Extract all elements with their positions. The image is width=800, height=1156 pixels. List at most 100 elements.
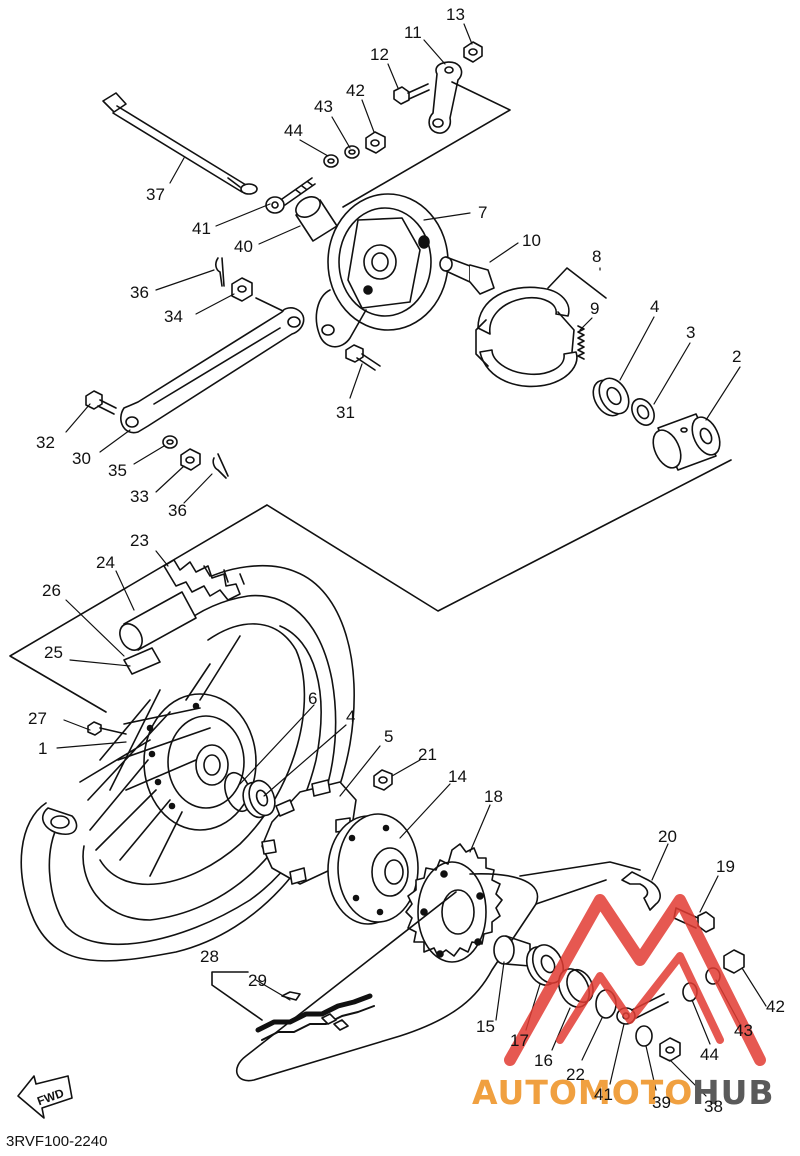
label-44: 44 <box>284 121 303 140</box>
nut-21 <box>373 769 393 791</box>
label-17: 17 <box>510 1031 529 1050</box>
lock-washer-43 <box>344 145 360 159</box>
label-15: 15 <box>476 1017 495 1036</box>
label-4b: 4 <box>346 707 355 726</box>
label-36a: 36 <box>130 283 149 302</box>
washer-39 <box>635 1025 653 1047</box>
sprocket-hub <box>327 813 419 925</box>
rear-sprocket <box>405 843 503 963</box>
label-28: 28 <box>200 947 219 966</box>
washer-44 <box>323 154 339 168</box>
label-18: 18 <box>484 787 503 806</box>
bracket-28 <box>211 971 263 1021</box>
label-21: 21 <box>418 745 437 764</box>
rear-wheel <box>20 564 355 962</box>
label-2: 2 <box>732 347 741 366</box>
label-43: 43 <box>314 97 333 116</box>
label-34: 34 <box>164 307 183 326</box>
washer-35 <box>162 435 178 449</box>
bolt-27 <box>87 721 127 736</box>
label-8: 8 <box>592 247 601 266</box>
label-1: 1 <box>38 739 47 758</box>
label-13: 13 <box>446 5 465 24</box>
label-19: 19 <box>716 857 735 876</box>
collar-15 <box>493 935 531 967</box>
label-39: 39 <box>652 1093 671 1112</box>
clip-20 <box>621 871 661 911</box>
nut-33 <box>180 448 201 471</box>
bolt-32 <box>85 390 117 415</box>
label-41: 41 <box>192 219 211 238</box>
chain-outline <box>235 873 539 1082</box>
rim-band <box>119 591 197 675</box>
collar-40 <box>295 196 338 242</box>
brake-cam <box>439 256 495 295</box>
nut-42 <box>365 131 386 154</box>
cotter-pin-36a <box>215 257 225 287</box>
label-10: 10 <box>522 231 541 250</box>
label-12: 12 <box>370 45 389 64</box>
watermark-text-hub: HUB <box>692 1073 775 1112</box>
bearing-4-wheel <box>242 779 276 819</box>
label-27: 27 <box>28 709 47 728</box>
label-33: 33 <box>130 487 149 506</box>
bearing-4-top <box>592 377 630 417</box>
brake-arm <box>428 61 463 134</box>
label-29: 29 <box>248 971 267 990</box>
bolt-31 <box>345 344 381 371</box>
label-22: 22 <box>566 1065 585 1084</box>
label-32: 32 <box>36 433 55 452</box>
chain-guide-lines <box>519 861 641 905</box>
watermark-text-automoto: AUTOMOTO <box>472 1073 693 1112</box>
label-4a: 4 <box>650 297 659 316</box>
brake-shoes <box>475 286 578 388</box>
nut-42b <box>723 949 745 974</box>
bolt-12 <box>393 83 430 105</box>
label-41b: 41 <box>594 1085 613 1104</box>
group-outline <box>9 459 732 713</box>
label-26: 26 <box>42 581 61 600</box>
label-16: 16 <box>534 1051 553 1070</box>
label-35: 35 <box>108 461 127 480</box>
label-14: 14 <box>448 767 467 786</box>
label-31: 31 <box>336 403 355 422</box>
label-36b: 36 <box>168 501 187 520</box>
label-42b: 42 <box>766 997 785 1016</box>
rear-axle <box>102 92 258 195</box>
label-25: 25 <box>44 643 63 662</box>
label-37: 37 <box>146 185 165 204</box>
oil-seal-3 <box>631 398 655 426</box>
label-23: 23 <box>130 531 149 550</box>
label-43b: 43 <box>734 1021 753 1040</box>
part-number-labels: 13 11 12 42 43 44 37 7 41 40 10 8 36 9 3… <box>6 5 785 1150</box>
label-40: 40 <box>234 237 253 256</box>
fwd-arrow: FWD <box>17 1075 73 1119</box>
brake-panel <box>315 193 449 348</box>
collar-2 <box>652 413 721 471</box>
label-9: 9 <box>590 299 599 318</box>
label-44b: 44 <box>700 1045 719 1064</box>
leader-lines <box>56 23 767 1097</box>
eye-bolt <box>265 177 316 214</box>
sprocket-fragment <box>163 559 245 601</box>
automotohub-watermark <box>504 894 766 1066</box>
diagram-code: 3RVF100-2240 <box>6 1133 107 1150</box>
label-30: 30 <box>72 449 91 468</box>
cotter-pin-36b <box>212 453 229 479</box>
label-42: 42 <box>346 81 365 100</box>
chain-links <box>255 991 375 1041</box>
brake-spring <box>577 325 585 360</box>
label-11: 11 <box>404 23 422 42</box>
label-38: 38 <box>704 1097 723 1116</box>
label-24: 24 <box>96 553 115 572</box>
torque-arm <box>120 307 305 434</box>
bracket-8 <box>547 267 607 299</box>
bearing-17 <box>525 944 565 986</box>
nut-34 <box>231 277 253 302</box>
nut-13 <box>463 41 483 63</box>
label-5: 5 <box>384 727 393 746</box>
label-7: 7 <box>478 203 487 222</box>
label-20: 20 <box>658 827 677 846</box>
